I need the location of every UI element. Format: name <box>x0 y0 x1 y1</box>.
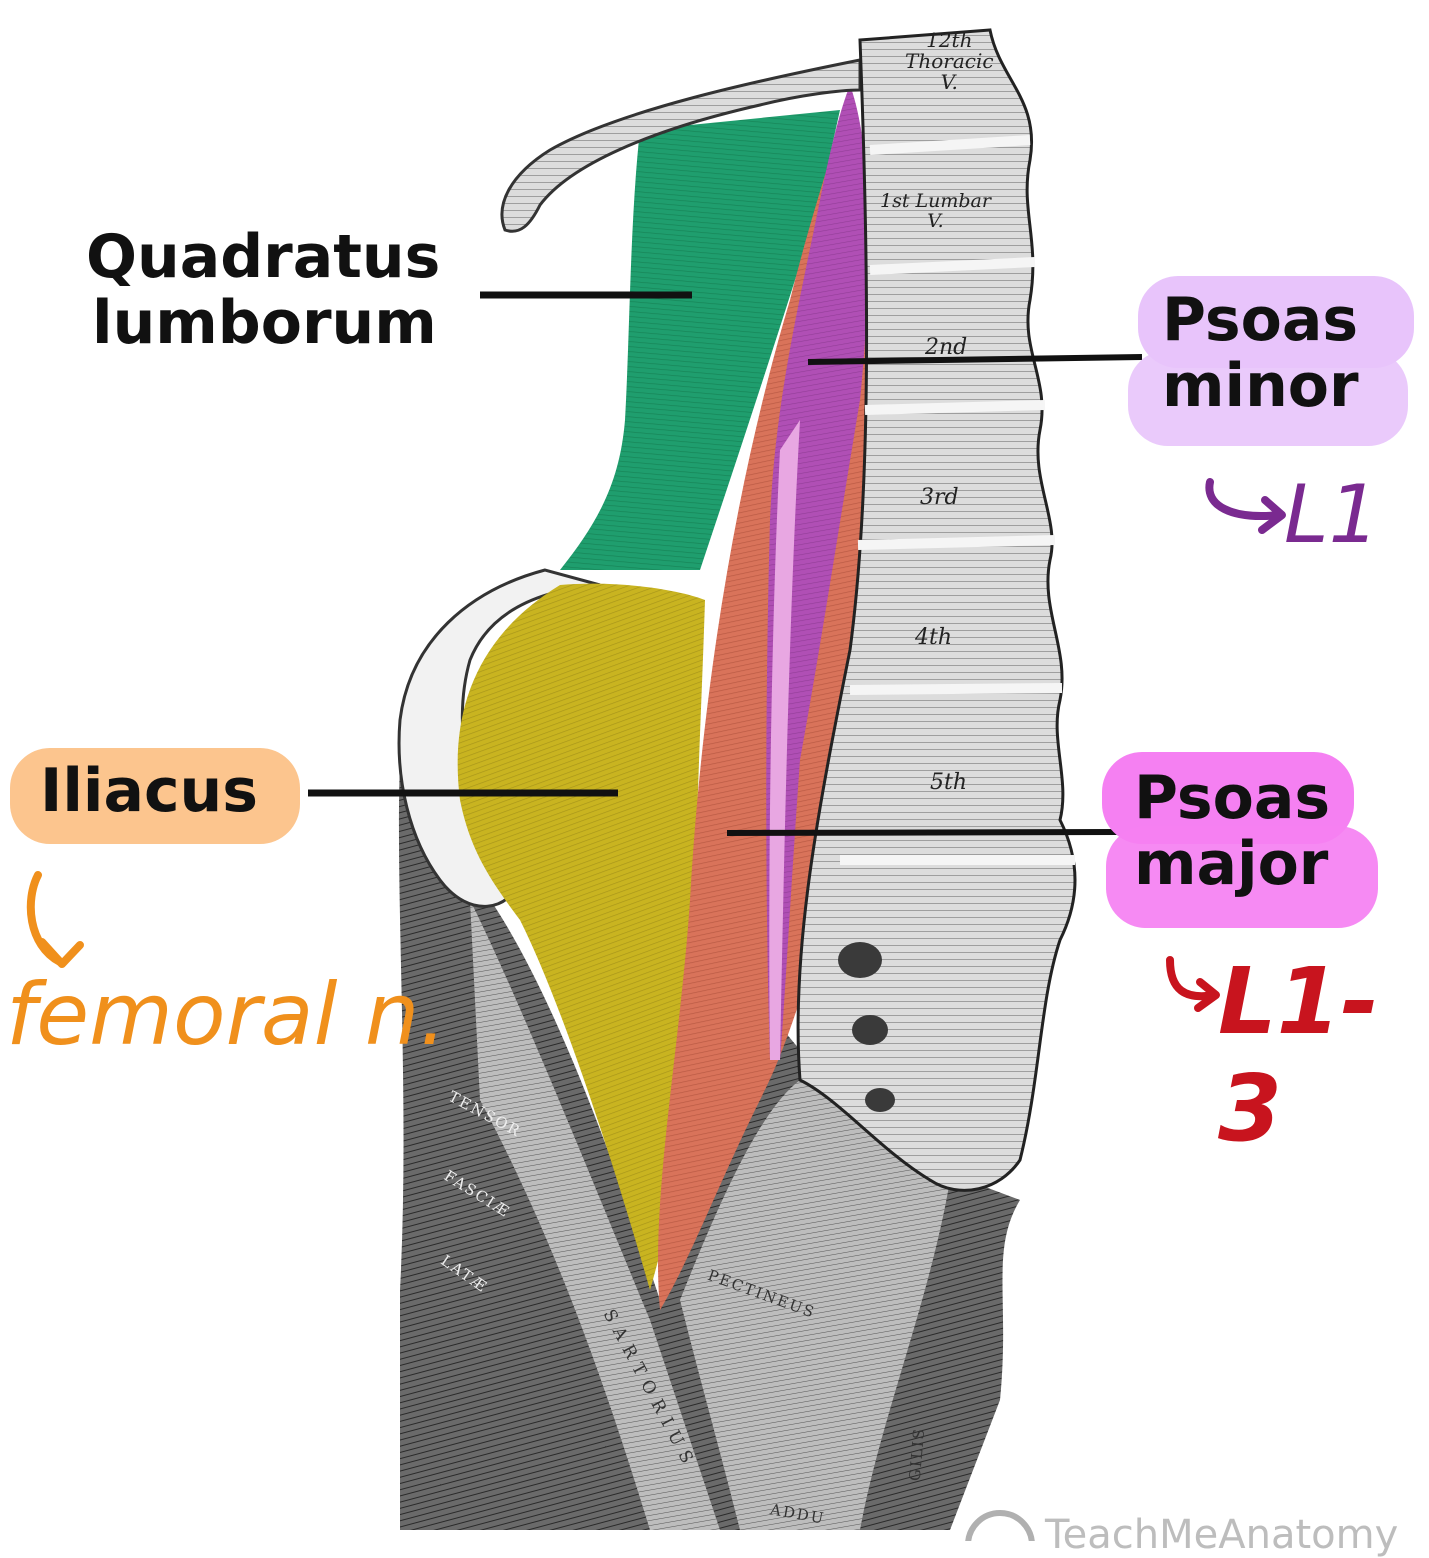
psoas-minor-root-annotation: L1 <box>1284 468 1380 561</box>
psoas-major-highlight-bottom <box>1106 826 1378 928</box>
l2-label: 2nd <box>925 335 968 360</box>
l4-label: 4th <box>915 625 953 650</box>
t12-label: 12th Thoracic V. <box>905 30 994 93</box>
psoas-minor-highlight-bottom <box>1128 350 1408 446</box>
t12-label-line2: Thoracic <box>905 49 994 73</box>
psoas-major-arrowhead <box>1194 978 1220 1012</box>
psoas-major-leader <box>726 829 1119 836</box>
sartorius-muscle <box>470 900 720 1530</box>
t12-label-line1: 12th <box>926 28 973 52</box>
iliac-crest <box>397 568 601 908</box>
psoas-major-arrow <box>1166 956 1219 1001</box>
sacral-foramina <box>838 942 895 1112</box>
psoas-minor-muscle <box>766 85 869 1060</box>
psoas-major-label: Psoas major <box>1134 765 1330 897</box>
quadratus-lumborum-label-line2: lumborum <box>92 288 437 358</box>
psoas-minor-arrowhead <box>1258 496 1286 534</box>
iliacus-highlight <box>10 748 300 844</box>
psoas-major-label-line2: major <box>1134 829 1329 899</box>
psoas-minor-arrow <box>1205 478 1284 520</box>
psoas-major-root-annotation: L1-3 <box>1218 948 1379 1162</box>
twelfth-rib <box>500 58 862 233</box>
l3-label: 3rd <box>920 485 959 510</box>
psoas-major-label-line1: Psoas <box>1134 763 1331 833</box>
femoral-arrowhead <box>38 938 84 968</box>
quadratus-lumborum-muscle <box>560 110 840 570</box>
vertebral-column <box>796 28 1077 1192</box>
l5-label: 5th <box>930 770 968 795</box>
l1-label: 1st Lumbar V. <box>880 190 991 232</box>
psoas-minor-label-line2: minor <box>1162 351 1359 421</box>
iliacus-muscle <box>457 583 705 1290</box>
copyright-icon <box>965 1510 1035 1541</box>
iliacus-label: Iliacus <box>40 756 258 826</box>
psoas-minor-label: Psoas minor <box>1162 287 1359 419</box>
femoral-nerve-annotation: femoral n. <box>6 965 447 1065</box>
watermark: TeachMeAnatomy <box>1045 1512 1399 1558</box>
pectineus-muscle <box>680 1080 950 1530</box>
psoas-minor-label-line1: Psoas <box>1162 285 1359 355</box>
intervertebral-discs <box>840 135 1075 865</box>
l1-label-line2: V. <box>927 209 944 232</box>
quadratus-lumborum-label-line1: Quadratus <box>86 222 441 292</box>
t12-label-line3: V. <box>940 70 958 94</box>
psoas-minor-leader <box>807 354 1143 365</box>
quadratus-lumborum-label: Quadratus lumborum <box>86 224 440 356</box>
l1-label-line1: 1st Lumbar <box>880 190 991 212</box>
psoas-minor-tendon <box>769 420 800 1060</box>
